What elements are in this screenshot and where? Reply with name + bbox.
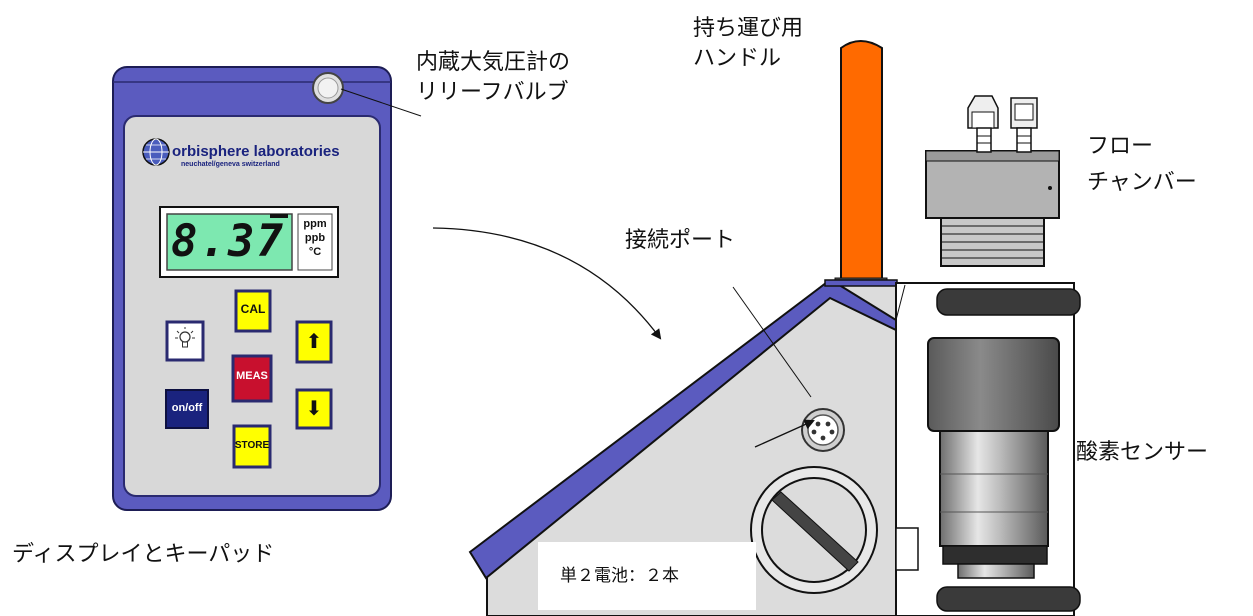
meas-key[interactable] — [231, 354, 273, 403]
label-flow-chamber: フロー チャンバー — [1087, 132, 1197, 198]
meas-key-label: MEAS — [236, 370, 268, 382]
store-key[interactable] — [232, 424, 272, 469]
sensor-clamp-bottom — [936, 586, 1081, 612]
label-handle-line1: 持ち運び用 — [693, 16, 804, 41]
flow-fitting-right — [1010, 97, 1038, 153]
lcd-screen — [166, 213, 293, 271]
brand-location: neuchatel/geneva switzerland — [181, 161, 280, 168]
label-display-keypad: ディスプレイとキーパッド — [12, 542, 275, 567]
sensor-collar — [927, 337, 1060, 432]
leader-relief-valve — [340, 88, 422, 117]
brand-name: orbisphere laboratories — [172, 143, 340, 160]
unit-ppb: ppb — [304, 232, 326, 244]
sensor-clamp-top — [936, 288, 1081, 316]
unit-ppm: ppm — [303, 218, 327, 230]
label-handle: 持ち運び用 ハンドル — [693, 14, 803, 74]
leader-connection-port — [732, 286, 812, 398]
lcd-units: ppm ppb °C — [299, 217, 331, 259]
carry-handle — [840, 40, 883, 283]
up-arrow-icon: ⬆ — [305, 329, 323, 353]
label-relief-valve: 内蔵大気圧計の リリーフバルブ — [416, 48, 570, 108]
battery-cap — [750, 466, 878, 594]
globe-logo-icon — [142, 138, 170, 166]
label-flow-chamber-line1: フロー — [1087, 134, 1154, 159]
flow-fitting-left — [967, 95, 999, 153]
view-arrow — [432, 227, 662, 340]
oxygen-sensor — [939, 430, 1049, 547]
label-handle-line2: ハンドル — [693, 46, 782, 71]
handheld-front — [112, 66, 392, 511]
store-key-label: STORE — [234, 440, 270, 451]
cal-key-label: CAL — [240, 302, 266, 316]
cal-key[interactable] — [234, 289, 272, 333]
up-key[interactable] — [295, 320, 333, 364]
label-relief-valve-line2: リリーフバルブ — [416, 80, 569, 105]
label-relief-valve-line1: 内蔵大気圧計の — [416, 50, 571, 75]
unit-celsius: °C — [308, 246, 322, 258]
onoff-key-label: on/off — [171, 402, 203, 414]
label-connection-port: 接続ポート — [625, 228, 736, 253]
connection-port — [801, 408, 845, 452]
down-arrow-icon: ⬇ — [305, 396, 323, 420]
battery-label-box: 単２電池：２本 — [538, 542, 756, 610]
flow-chamber — [925, 150, 1060, 219]
onoff-key[interactable] — [165, 389, 209, 429]
lightbulb-icon — [175, 327, 195, 348]
instrument-side-view — [468, 40, 1081, 616]
lcd-reading: 8.37 — [171, 216, 285, 267]
port-arrow — [754, 419, 815, 448]
label-batteries: 単２電池：２本 — [560, 566, 679, 586]
label-flow-chamber-line2: チャンバー — [1087, 170, 1197, 195]
down-key[interactable] — [295, 388, 333, 430]
label-oxygen-sensor: 酸素センサー — [1076, 440, 1209, 465]
lcd-minus-indicator — [270, 214, 288, 224]
